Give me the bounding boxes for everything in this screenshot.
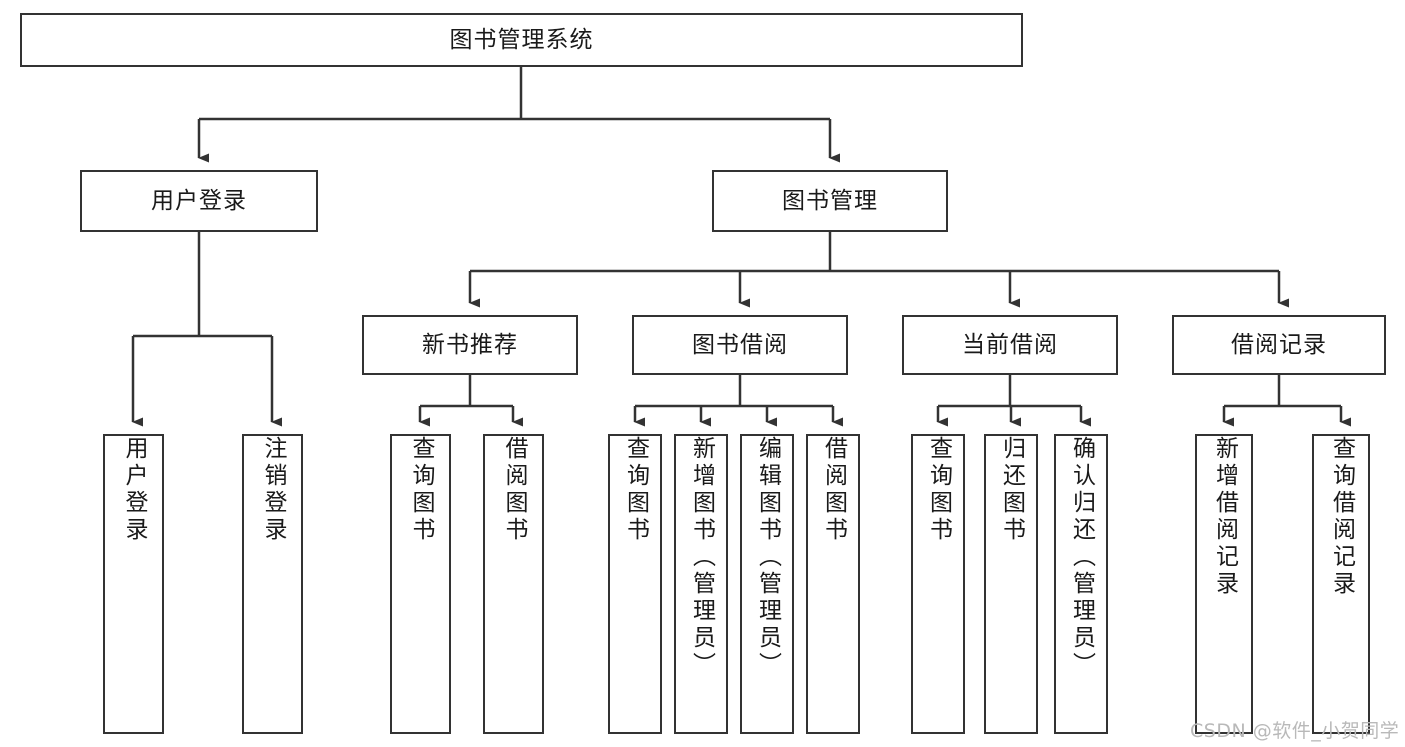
leaf-query-borrow-record-label: 查询借阅记录 <box>1328 436 1355 598</box>
leaf-add-book-admin[interactable]: 新增图书（管理员） <box>674 434 728 734</box>
leaf-return-book-label: 归还图书 <box>998 436 1025 544</box>
node-book-management[interactable]: 图书管理 <box>712 170 948 232</box>
connector-recommend-to-leaves <box>418 375 523 427</box>
leaf-query-books-recommend-label: 查询图书 <box>408 436 434 544</box>
node-new-book-recommend-label: 新书推荐 <box>422 331 518 358</box>
node-current-borrow[interactable]: 当前借阅 <box>902 315 1118 375</box>
leaf-query-books-borrow-label: 查询图书 <box>622 436 649 544</box>
leaf-borrow-book[interactable]: 借阅图书 <box>806 434 860 734</box>
node-user-login[interactable]: 用户登录 <box>80 170 318 232</box>
node-root-label: 图书管理系统 <box>449 26 594 53</box>
leaf-borrow-books-recommend[interactable]: 借阅图书 <box>483 434 544 734</box>
leaf-borrow-books-recommend-label: 借阅图书 <box>501 436 527 544</box>
node-new-book-recommend[interactable]: 新书推荐 <box>362 315 578 375</box>
connector-currentborrow-to-leaves <box>936 375 1091 427</box>
watermark: CSDN @软件_小贺同学 <box>1190 720 1400 742</box>
node-book-management-label: 图书管理 <box>782 187 878 214</box>
node-book-borrow[interactable]: 图书借阅 <box>632 315 848 375</box>
connector-root-to-level2 <box>197 67 840 163</box>
leaf-query-books-recommend[interactable]: 查询图书 <box>390 434 451 734</box>
leaf-confirm-return-admin[interactable]: 确认归还（管理员） <box>1054 434 1108 734</box>
leaf-user-logout-label: 注销登录 <box>260 436 286 544</box>
node-current-borrow-label: 当前借阅 <box>962 331 1058 358</box>
connector-userlogin-to-leaves <box>131 232 282 427</box>
leaf-query-books-current-label: 查询图书 <box>925 436 952 544</box>
node-borrow-record-label: 借阅记录 <box>1231 331 1327 358</box>
leaf-return-book[interactable]: 归还图书 <box>984 434 1038 734</box>
leaf-confirm-return-admin-label: 确认归还（管理员） <box>1068 436 1095 679</box>
leaf-query-borrow-record[interactable]: 查询借阅记录 <box>1312 434 1370 734</box>
leaf-query-books-borrow[interactable]: 查询图书 <box>608 434 662 734</box>
node-user-login-label: 用户登录 <box>151 187 247 214</box>
node-root[interactable]: 图书管理系统 <box>20 13 1023 67</box>
leaf-borrow-book-label: 借阅图书 <box>820 436 847 544</box>
node-borrow-record[interactable]: 借阅记录 <box>1172 315 1386 375</box>
leaf-query-books-current[interactable]: 查询图书 <box>911 434 965 734</box>
leaf-add-borrow-record-label: 新增借阅记录 <box>1211 436 1238 598</box>
leaf-user-logout[interactable]: 注销登录 <box>242 434 303 734</box>
connector-bookborrow-to-leaves <box>633 375 843 427</box>
leaf-user-login[interactable]: 用户登录 <box>103 434 164 734</box>
leaf-edit-book-admin[interactable]: 编辑图书（管理员） <box>740 434 794 734</box>
leaf-edit-book-admin-label: 编辑图书（管理员） <box>754 436 781 679</box>
leaf-user-login-label: 用户登录 <box>121 436 147 544</box>
node-book-borrow-label: 图书借阅 <box>692 331 788 358</box>
leaf-add-borrow-record[interactable]: 新增借阅记录 <box>1195 434 1253 734</box>
leaf-add-book-admin-label: 新增图书（管理员） <box>688 436 715 679</box>
connector-borrowrecord-to-leaves <box>1222 375 1351 427</box>
connector-bookmgmt-to-level3 <box>468 232 1289 308</box>
